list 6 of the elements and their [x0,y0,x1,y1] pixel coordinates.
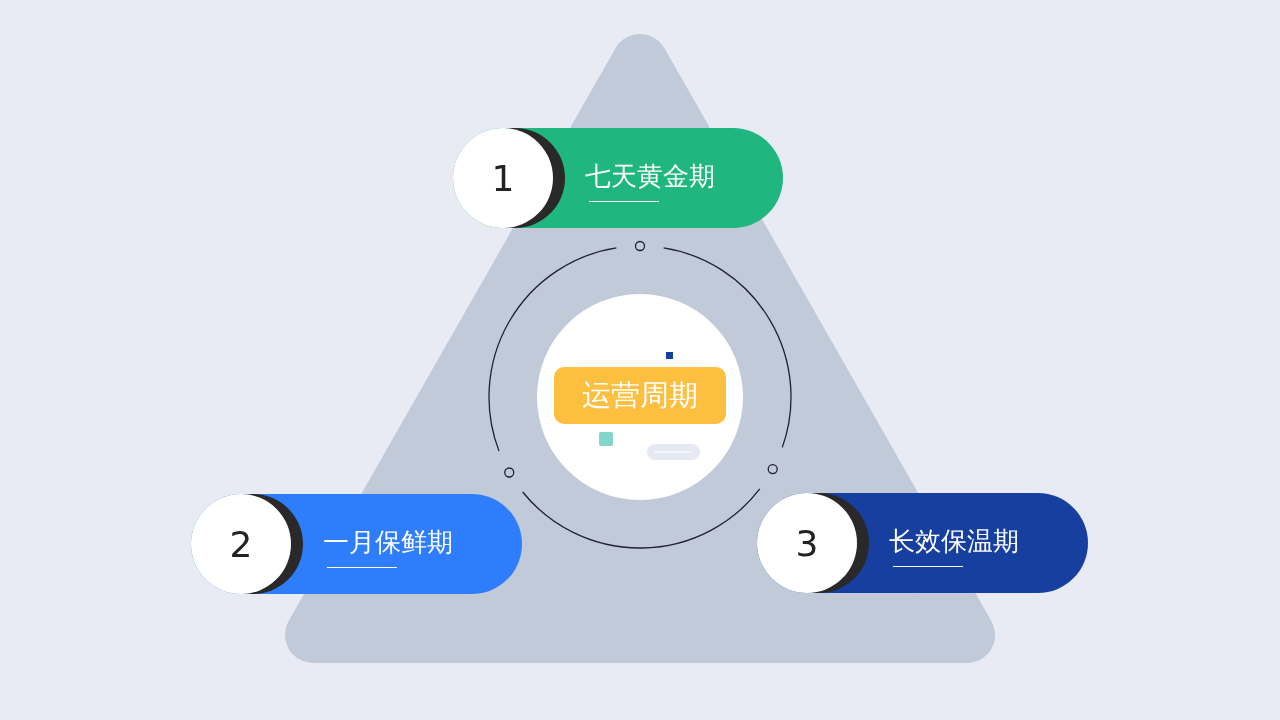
title-box: 运营周期 [554,367,726,424]
step-title: 七天黄金期 [585,160,715,193]
number-disc: 2 [191,494,291,594]
step-title: 一月保鲜期 [323,526,453,559]
step-title: 长效保温期 [889,525,1019,558]
number-disc: 1 [453,128,553,228]
